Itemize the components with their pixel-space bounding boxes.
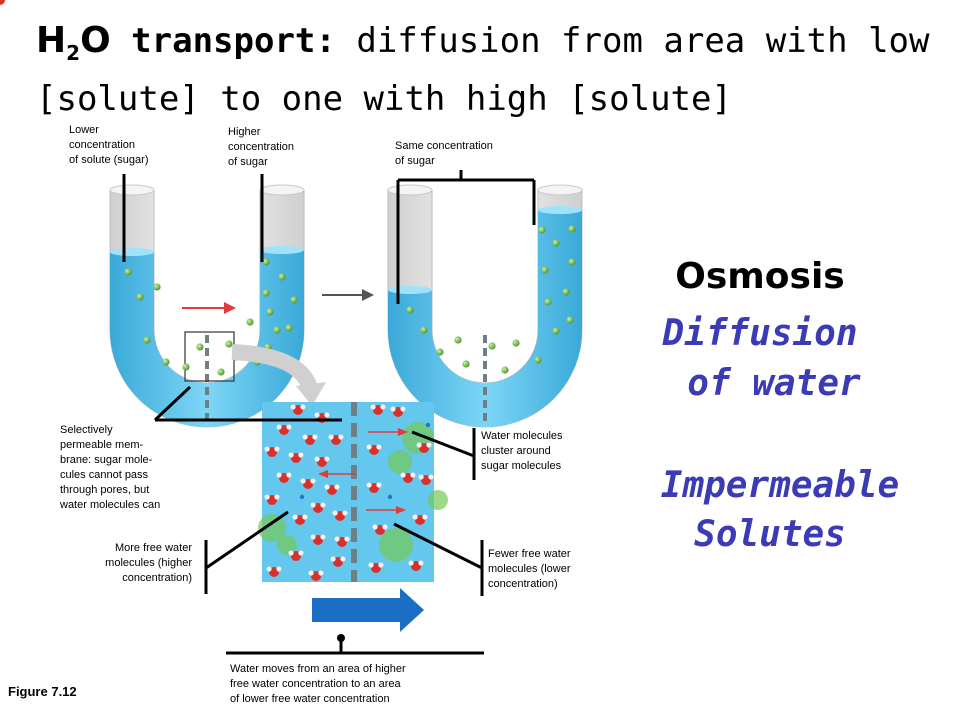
water-direction-arrow	[312, 588, 424, 632]
side-diffusion: Diffusion	[662, 313, 858, 354]
water-molecules	[0, 0, 434, 582]
label-same-concentration: Same concentration of sugar	[395, 140, 493, 167]
label-more-free-water: More free water molecules (higher concen…	[105, 542, 192, 584]
callout-lines	[122, 170, 536, 655]
label-water-moves: Water moves from an area of higher free …	[230, 663, 406, 705]
label-lower-concentration: Lower concentration of solute (sugar)	[69, 124, 149, 166]
water-fill-left	[110, 250, 304, 427]
magnify-box	[184, 331, 235, 382]
title-h2o: H2O	[36, 20, 111, 66]
title-transport: transport:	[131, 21, 336, 61]
side-osmosis: Osmosis	[675, 256, 845, 297]
side-impermeable: Impermeable	[660, 465, 900, 506]
figure-caption: Figure 7.12	[8, 684, 77, 699]
label-membrane: Selectively permeable mem- brane: sugar …	[60, 424, 161, 511]
slide-title: H2O transport: diffusion from area with …	[36, 18, 956, 122]
side-solutes: Solutes	[694, 514, 846, 555]
label-fewer-free-water: Fewer free water molecules (lower concen…	[488, 548, 571, 590]
zoom-arrow	[231, 344, 318, 391]
title-rest: diffusion from area with low [solute] to…	[36, 21, 930, 120]
label-water-cluster: Water molecules cluster around sugar mol…	[481, 430, 563, 472]
label-higher-concentration: Higher concentration of sugar	[228, 126, 295, 168]
u-tube-left	[109, 184, 305, 428]
water-fill-right	[388, 210, 582, 427]
sugar-dots-right	[406, 225, 576, 374]
callout-dot	[337, 634, 345, 642]
sugar-dots-left	[124, 258, 298, 376]
side-of-water: of water	[687, 363, 861, 404]
u-tube-right	[387, 184, 583, 428]
